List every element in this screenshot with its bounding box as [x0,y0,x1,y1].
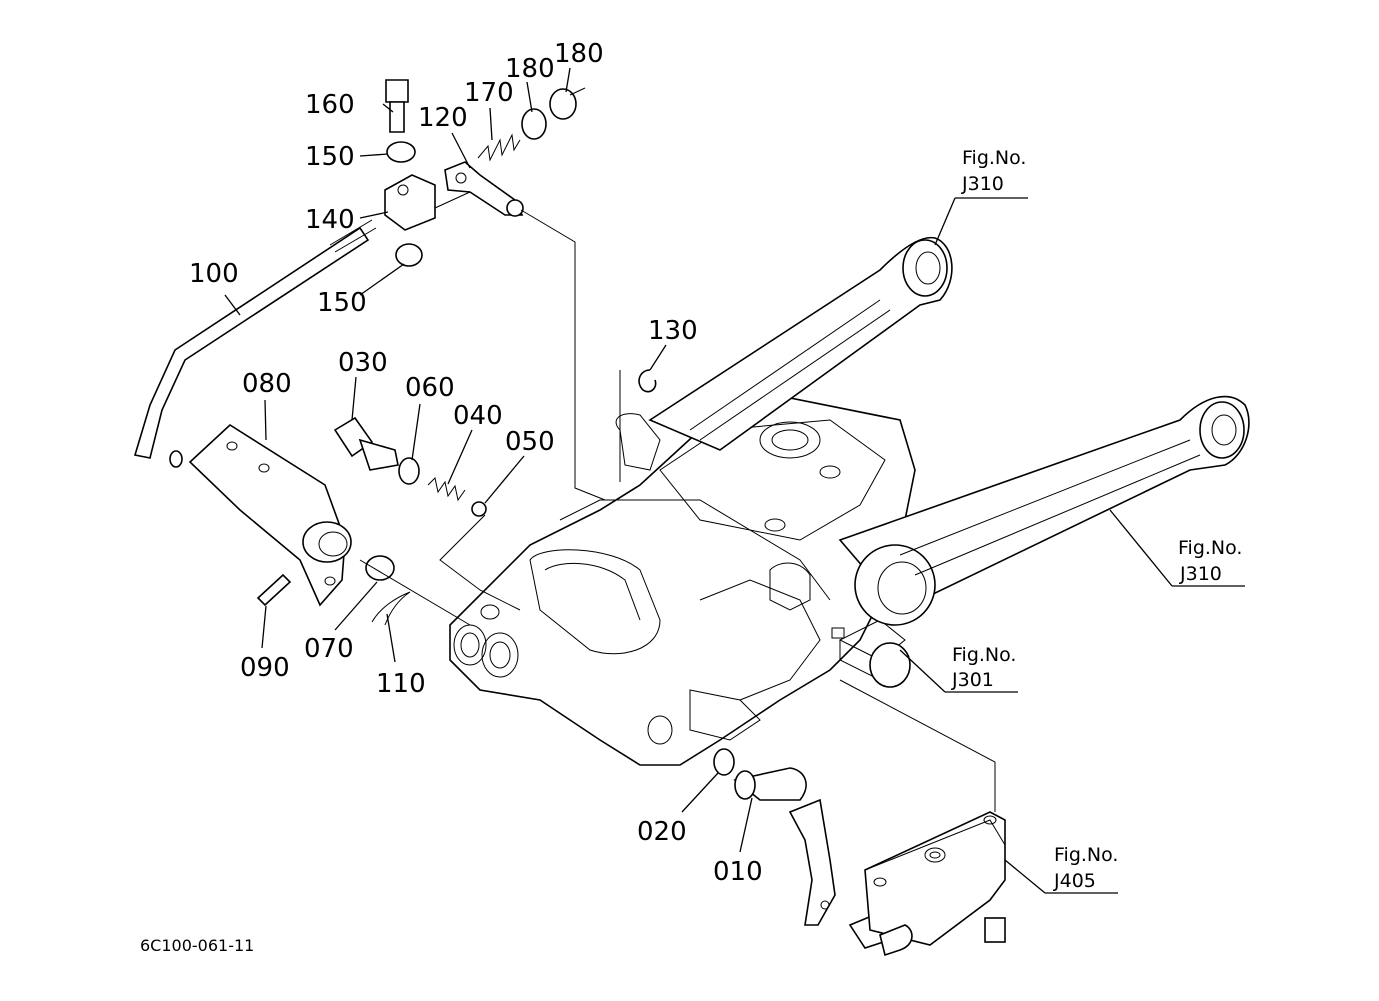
label-050: 050 [505,427,555,457]
snap-ring-130 [638,369,657,393]
clip-110 [371,591,411,626]
label-110: 110 [376,669,426,699]
label-150-bottom: 150 [317,288,367,318]
lift-arm-shaft-end [869,642,911,688]
label-160: 160 [305,90,355,120]
label-040: 040 [453,401,503,431]
label-010: 010 [713,857,763,887]
callout-leaders [224,67,753,853]
fig-ref-1-code: J310 [961,173,1004,195]
ball-050 [471,501,487,517]
lift-arm-lower [838,395,1250,626]
label-070: 070 [304,634,354,664]
label-100: 100 [189,259,239,289]
label-060: 060 [405,373,455,403]
label-180-right: 180 [554,39,604,69]
nut-180 [549,88,577,120]
label-080: 080 [242,369,292,399]
nut-150-bottom [395,243,423,267]
clevis-140 [384,174,436,231]
bracket-080 [188,423,352,607]
drawing-code: 6C100-061-11 [140,936,254,955]
valve-body [864,811,1006,957]
label-020: 020 [637,817,687,847]
fig-ref-1-title: Fig.No. [962,147,1026,169]
label-140: 140 [305,205,355,235]
hydraulic-housing [449,397,916,766]
spring-040 [427,476,466,502]
fig-ref-3-title: Fig.No. [952,644,1016,666]
fig-ref-leaders [899,197,1245,894]
label-180-left: 180 [505,54,555,84]
bolt-160 [385,79,409,133]
fig-ref-4-title: Fig.No. [1054,844,1118,866]
spring-170 [477,133,521,162]
washer-070 [365,555,395,581]
fig-ref-3-code: J301 [951,669,994,691]
rod-100 [133,219,377,468]
fig-ref-2-code: J310 [1179,563,1222,585]
label-120: 120 [418,103,468,133]
label-130: 130 [648,316,698,346]
label-030: 030 [338,348,388,378]
clevis-120 [444,161,524,217]
pin-090 [256,573,292,607]
fig-ref-2-title: Fig.No. [1178,537,1242,559]
label-170: 170 [464,78,514,108]
assembly-lines [359,87,996,812]
washer-180 [521,108,547,140]
o-ring-020 [713,748,735,776]
nut-150-top [386,141,416,163]
label-150-top: 150 [305,142,355,172]
o-ring-060 [398,457,420,485]
fig-ref-4-code: J405 [1053,870,1096,892]
label-090: 090 [240,653,290,683]
plug-030 [333,416,399,471]
